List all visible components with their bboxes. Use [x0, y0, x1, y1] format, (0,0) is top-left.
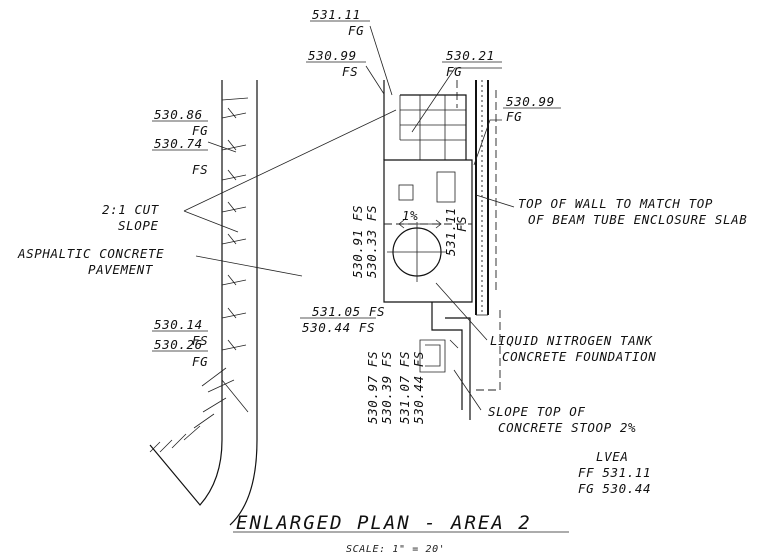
elev-mid-fg-tag: FG	[446, 64, 462, 79]
elev-low-fg-tag: FG	[192, 354, 208, 369]
elev-pad-v3: 531.11	[443, 207, 458, 256]
elev-left-fs: 530.74	[154, 136, 203, 151]
elev-pad-v1: 530.91 FS	[350, 205, 365, 278]
lvea-fg: FG 530.44	[578, 481, 651, 496]
title-block: ENLARGED PLAN - AREA 2 SCALE: 1" = 20'	[236, 512, 532, 554]
curb-linework	[149, 80, 258, 526]
elev-top-fg-tag: FG	[348, 23, 364, 38]
leader-lines	[183, 25, 515, 411]
elevation-labels: 531.11 FG 530.99 FS 530.21 FG 530.99 FG …	[154, 7, 555, 424]
stoop-label-2: CONCRETE STOOP 2%	[498, 420, 636, 435]
tank-label-2: CONCRETE FOUNDATION	[502, 349, 656, 364]
elev-low-fs: 530.14	[154, 317, 203, 332]
drawing-title: ENLARGED PLAN - AREA 2	[236, 512, 532, 534]
elev-top-fs: 530.99	[308, 48, 357, 63]
slope-ticks	[149, 107, 247, 453]
slope-percent: 1%	[402, 208, 418, 223]
tank-foundation	[383, 159, 473, 303]
elev-stoop-v3: 531.07 FS	[397, 351, 412, 424]
lvea-label: LVEA	[596, 449, 629, 464]
elev-low-fg: 530.26	[154, 337, 203, 352]
tank-label-1: LIQUID NITROGEN TANK	[490, 333, 653, 348]
elev-low-fs-tag: FS	[192, 333, 208, 348]
wall-label-1: TOP OF WALL TO MATCH TOP	[518, 196, 713, 211]
elev-pad-v2: 530.33 FS	[364, 205, 379, 278]
label-underlines	[152, 20, 569, 533]
elev-top-fg: 531.11	[312, 7, 361, 22]
lvea-ff: FF 531.11	[578, 465, 651, 480]
elev-right-fg-tag: FG	[506, 109, 522, 124]
elev-left-fs-tag: FS	[192, 162, 208, 177]
elev-right-fg: 530.99	[506, 94, 555, 109]
elev-mid-fg: 530.21	[446, 48, 495, 63]
elev-pad-bottom-1: 531.05 FS	[312, 304, 385, 319]
elev-top-fs-tag: FS	[342, 64, 358, 79]
stoop-label-1: SLOPE TOP OF	[488, 404, 586, 419]
elev-left-fg: 530.86	[154, 107, 203, 122]
upper-pad	[383, 80, 467, 160]
asphalt-label-1: ASPHALTIC CONCRETE	[17, 246, 164, 261]
elev-stoop-v1: 530.97 FS	[365, 351, 380, 424]
elev-pad-v3-tag: FS	[454, 216, 469, 232]
asphalt-label-2: PAVEMENT	[88, 262, 154, 277]
elev-pad-bottom-2: 530.44 FS	[302, 320, 375, 335]
elev-stoop-v4: 530.44 FS	[411, 351, 426, 424]
elev-left-fg-tag: FG	[192, 123, 208, 138]
cut-slope-label-2: SLOPE	[118, 218, 159, 233]
cut-slope-label-1: 2:1 CUT	[102, 202, 160, 217]
concrete-stoop	[419, 302, 471, 420]
callout-labels: 2:1 CUT SLOPE ASPHALTIC CONCRETE PAVEMEN…	[17, 196, 747, 496]
elev-stoop-v2: 530.39 FS	[379, 351, 394, 424]
drawing-scale: SCALE: 1" = 20'	[346, 544, 445, 554]
building-wall	[472, 80, 501, 391]
wall-label-2: OF BEAM TUBE ENCLOSURE SLAB	[528, 212, 747, 227]
